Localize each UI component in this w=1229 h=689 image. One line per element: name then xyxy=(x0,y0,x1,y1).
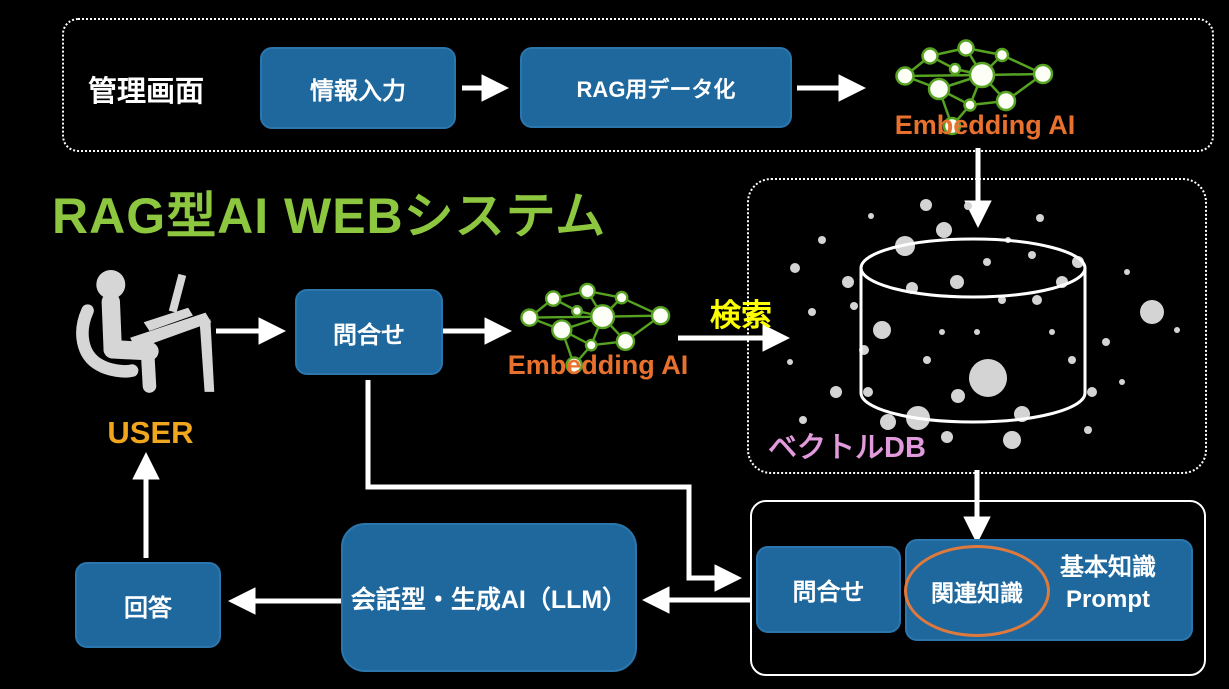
prompt-label: Prompt xyxy=(1066,585,1150,613)
input-step-box: 情報入力 xyxy=(260,47,456,129)
rag-step-label: RAG用データ化 xyxy=(576,76,736,102)
admin-panel-box xyxy=(62,18,1214,152)
query-embedding-label: Embedding AI xyxy=(507,350,689,380)
input-step-label: 情報入力 xyxy=(310,77,406,105)
llm-label: 会話型・生成AI（LLM） xyxy=(350,585,628,614)
prompt-inquiry-box: 問合せ xyxy=(756,546,901,633)
answer-box: 回答 xyxy=(75,562,221,648)
user-label: USER xyxy=(107,415,194,450)
rag-step-box: RAG用データ化 xyxy=(520,47,792,128)
search-label: 検索 xyxy=(710,298,772,333)
prompt-inquiry-label: 問合せ xyxy=(792,579,865,606)
user-icon xyxy=(76,270,215,393)
related-knowledge-label: 関連知識 xyxy=(931,580,1023,606)
llm-box: 会話型・生成AI（LLM） xyxy=(341,523,637,672)
database-cylinder-icon xyxy=(859,237,1087,424)
vector-db-label: ベクトルDB xyxy=(768,432,926,464)
page-title: RAG型AI WEBシステム xyxy=(52,188,607,244)
answer-label: 回答 xyxy=(124,594,172,622)
admin-panel-label: 管理画面 xyxy=(88,76,205,108)
admin-embedding-label: Embedding AI xyxy=(894,110,1076,140)
inquiry-label: 問合せ xyxy=(333,321,405,349)
base-knowledge-label: 基本知識 xyxy=(1060,554,1156,581)
inquiry-box: 問合せ xyxy=(295,289,443,375)
related-knowledge-ellipse xyxy=(904,545,1050,637)
